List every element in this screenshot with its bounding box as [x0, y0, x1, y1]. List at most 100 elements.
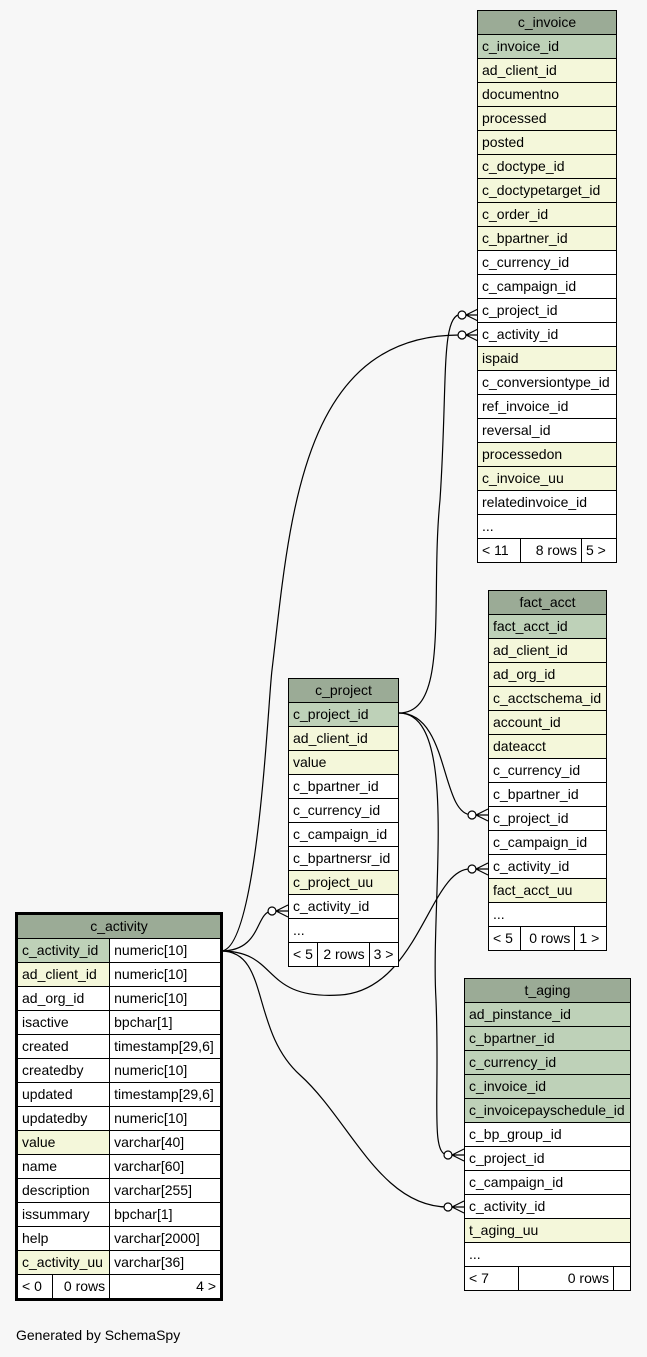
- column-name[interactable]: ad_client_id: [288, 726, 399, 751]
- column-row[interactable]: posted: [477, 130, 617, 155]
- column-row[interactable]: c_invoicepayschedule_id: [464, 1098, 631, 1123]
- column-row[interactable]: ad_client_id: [288, 726, 399, 751]
- footer-children-link[interactable]: [612, 1266, 632, 1291]
- column-row[interactable]: processedon: [477, 442, 617, 467]
- column-row[interactable]: c_campaign_id: [464, 1170, 631, 1195]
- column-name[interactable]: fact_acct_id: [488, 614, 607, 639]
- column-name[interactable]: createdby: [16, 1058, 111, 1083]
- column-name[interactable]: ad_org_id: [488, 662, 607, 687]
- table-title[interactable]: fact_acct: [488, 590, 607, 615]
- column-name[interactable]: c_bpartnersr_id: [288, 846, 399, 871]
- column-row[interactable]: ...: [288, 918, 399, 943]
- column-row[interactable]: c_doctype_id: [477, 154, 617, 179]
- column-name[interactable]: dateacct: [488, 734, 607, 759]
- column-row[interactable]: c_bp_group_id: [464, 1122, 631, 1147]
- column-name[interactable]: c_campaign_id: [477, 274, 617, 299]
- column-name[interactable]: ad_org_id: [16, 986, 111, 1011]
- column-row[interactable]: ad_client_id: [477, 58, 617, 83]
- column-name[interactable]: relatedinvoice_id: [477, 490, 617, 515]
- column-row[interactable]: c_acctschema_id: [488, 686, 607, 711]
- column-row[interactable]: c_activity_id: [464, 1194, 631, 1219]
- column-name[interactable]: fact_acct_uu: [488, 878, 607, 903]
- column-row[interactable]: c_campaign_id: [477, 274, 617, 299]
- column-name[interactable]: isactive: [16, 1010, 111, 1035]
- column-row[interactable]: ad_client_id: [488, 638, 607, 663]
- column-name[interactable]: c_currency_id: [288, 798, 399, 823]
- column-row[interactable]: c_project_id: [464, 1146, 631, 1171]
- column-row[interactable]: c_activity_id: [488, 854, 607, 879]
- column-row[interactable]: c_project_id: [477, 298, 617, 323]
- column-row[interactable]: documentno: [477, 82, 617, 107]
- column-name[interactable]: ispaid: [477, 346, 617, 371]
- column-row[interactable]: c_bpartner_id: [477, 226, 617, 251]
- column-name[interactable]: c_project_id: [464, 1146, 631, 1171]
- column-name[interactable]: ad_client_id: [16, 962, 111, 987]
- column-name[interactable]: c_activity_id: [464, 1194, 631, 1219]
- table-title[interactable]: c_activity: [17, 914, 221, 939]
- column-name[interactable]: ref_invoice_id: [477, 394, 617, 419]
- column-name[interactable]: c_project_id: [288, 702, 399, 727]
- column-name[interactable]: ...: [464, 1242, 631, 1267]
- column-row[interactable]: processed: [477, 106, 617, 131]
- column-row[interactable]: c_currency_id: [477, 250, 617, 275]
- column-name[interactable]: value: [16, 1130, 111, 1155]
- column-row[interactable]: c_project_uu: [288, 870, 399, 895]
- column-row[interactable]: fact_acct_id: [488, 614, 607, 639]
- column-row[interactable]: account_id: [488, 710, 607, 735]
- column-name[interactable]: reversal_id: [477, 418, 617, 443]
- column-row[interactable]: ref_invoice_id: [477, 394, 617, 419]
- column-row[interactable]: c_project_id: [488, 806, 607, 831]
- column-name[interactable]: c_acctschema_id: [488, 686, 607, 711]
- footer-children-link[interactable]: 5 >: [580, 538, 618, 563]
- column-name[interactable]: ...: [288, 918, 399, 943]
- column-name[interactable]: c_bpartner_id: [488, 782, 607, 807]
- column-row[interactable]: c_project_id: [288, 702, 399, 727]
- column-row[interactable]: reversal_id: [477, 418, 617, 443]
- column-name[interactable]: c_order_id: [477, 202, 617, 227]
- column-name[interactable]: created: [16, 1034, 111, 1059]
- column-row[interactable]: ...: [464, 1242, 631, 1267]
- column-row[interactable]: relatedinvoice_id: [477, 490, 617, 515]
- column-row[interactable]: c_currency_id: [488, 758, 607, 783]
- column-row[interactable]: c_bpartner_id: [464, 1026, 631, 1051]
- column-name[interactable]: c_invoice_id: [464, 1074, 631, 1099]
- column-name[interactable]: c_project_uu: [288, 870, 399, 895]
- column-row[interactable]: c_activity_id: [288, 894, 399, 919]
- footer-parents-link[interactable]: < 7: [463, 1266, 520, 1291]
- column-name[interactable]: c_activity_uu: [16, 1250, 111, 1275]
- column-row[interactable]: ...: [488, 902, 607, 927]
- column-row[interactable]: ad_org_id: [488, 662, 607, 687]
- column-name[interactable]: c_campaign_id: [288, 822, 399, 847]
- column-row[interactable]: c_bpartner_id: [288, 774, 399, 799]
- column-row[interactable]: c_invoice_id: [477, 34, 617, 59]
- table-title[interactable]: c_project: [288, 678, 399, 703]
- column-name[interactable]: c_project_id: [488, 806, 607, 831]
- column-name[interactable]: c_doctypetarget_id: [477, 178, 617, 203]
- column-name[interactable]: c_doctype_id: [477, 154, 617, 179]
- footer-children-link[interactable]: 3 >: [368, 942, 400, 967]
- column-name[interactable]: issummary: [16, 1202, 111, 1227]
- column-row[interactable]: c_campaign_id: [288, 822, 399, 847]
- column-name[interactable]: description: [16, 1178, 111, 1203]
- column-name[interactable]: help: [16, 1226, 111, 1251]
- column-name[interactable]: posted: [477, 130, 617, 155]
- column-name[interactable]: value: [288, 750, 399, 775]
- column-name[interactable]: documentno: [477, 82, 617, 107]
- column-name[interactable]: c_bpartner_id: [464, 1026, 631, 1051]
- column-row[interactable]: c_currency_id: [464, 1050, 631, 1075]
- column-name[interactable]: ad_client_id: [477, 58, 617, 83]
- footer-parents-link[interactable]: < 0: [17, 1274, 53, 1299]
